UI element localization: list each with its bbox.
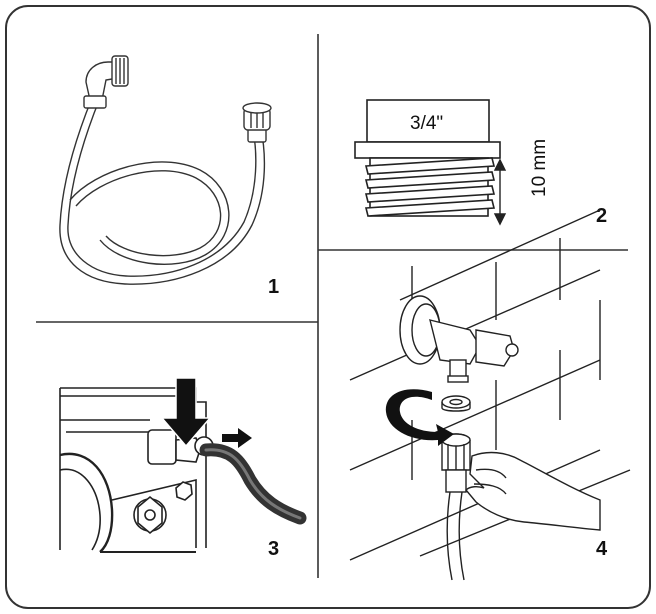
thread-size-label: 3/4"	[410, 113, 443, 134]
dimension-arrow	[493, 158, 507, 226]
inlet-valve	[147, 429, 177, 465]
step-number-1: 1	[268, 276, 279, 298]
tap-body	[429, 319, 481, 365]
panel-1-hose	[59, 55, 272, 285]
rotation-arrow	[385, 389, 454, 446]
step-number-2: 2	[596, 205, 607, 227]
step-number-4: 4	[596, 538, 608, 560]
hose-body	[59, 97, 266, 285]
thread-ridge	[364, 157, 496, 175]
thread-ridge	[364, 185, 496, 203]
hose-loop	[69, 161, 230, 265]
pull-arrow	[222, 428, 252, 448]
fitting-collar	[354, 141, 501, 159]
elbow-ferrule	[83, 95, 107, 109]
panel-4-tap	[349, 209, 631, 581]
down-arrow	[160, 377, 212, 448]
transit-bolt	[175, 481, 193, 501]
hose-loop-inner	[75, 170, 222, 257]
panel-2-thread	[354, 99, 501, 217]
thread-ridge	[364, 171, 496, 189]
machine-door	[59, 452, 114, 553]
panel-3-machine	[59, 387, 214, 553]
tap-outlet	[449, 359, 467, 379]
thread-ridge	[364, 199, 496, 217]
hose-body-inner	[67, 97, 257, 277]
thread-length-label: 10 mm	[529, 139, 550, 197]
fitting-body	[366, 99, 490, 143]
tap-handle	[475, 329, 515, 367]
tap-hose	[446, 491, 453, 581]
step-number-3: 3	[268, 538, 279, 560]
straight-cap	[242, 102, 272, 114]
